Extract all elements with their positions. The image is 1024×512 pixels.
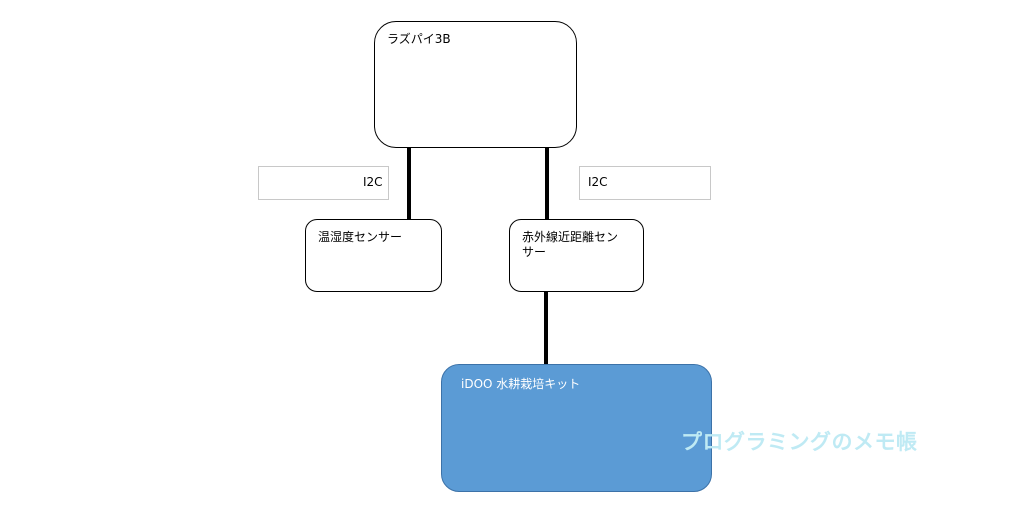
node-temp-humidity-sensor-label: 温湿度センサー [318,230,403,244]
node-ir-proximity-sensor-label: 赤外線近距離センサー [522,230,619,259]
i2c-label-right: I2C [579,166,711,200]
node-temp-humidity-sensor: 温湿度センサー [305,219,442,292]
node-ir-proximity-sensor: 赤外線近距離センサー [509,219,644,292]
connector-raspi-temp-sensor [407,147,411,221]
watermark-text: プログラミングのメモ帳 [681,430,918,454]
connector-raspi-ir-sensor [545,147,549,221]
node-raspberry-pi: ラズパイ3B [374,21,577,148]
node-hydroponic-kit: iDOO 水耕栽培キット [441,364,712,492]
node-hydroponic-kit-label: iDOO 水耕栽培キット [461,377,581,391]
connector-ir-sensor-kit [544,291,548,365]
i2c-label-right-text: I2C [588,175,608,189]
node-raspberry-pi-label: ラズパイ3B [387,32,451,46]
i2c-label-left: I2C [258,166,389,200]
i2c-label-left-text: I2C [363,175,383,189]
